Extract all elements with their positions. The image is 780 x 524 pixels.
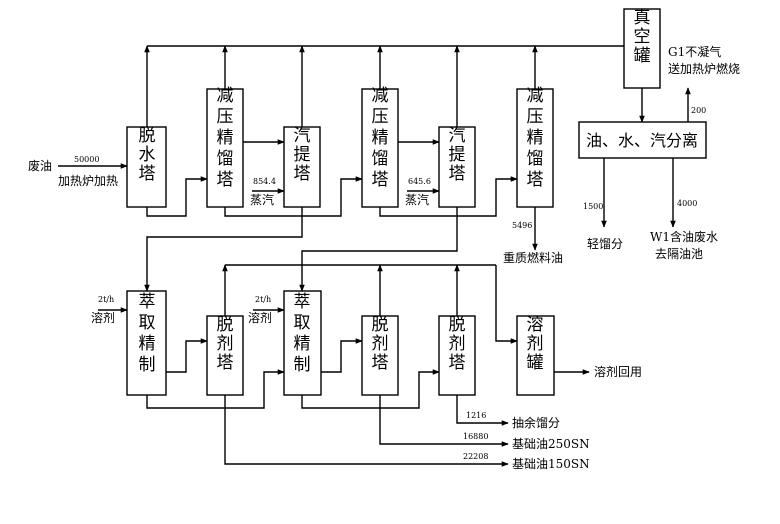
heavy-fuel-label: 重质燃料油: [503, 250, 563, 265]
solvent-tank-label: 溶剂罐: [527, 315, 544, 373]
vacuum-distillation-tower-2: 减压精馏塔: [361, 86, 399, 208]
vac2-to-vac3: [379, 176, 518, 217]
dewater-char: 脱: [139, 126, 156, 146]
strip1-to-extract1: [144, 207, 303, 292]
stripping-tower-2: 汽提塔: [438, 126, 476, 208]
vac1-to-vac2: [224, 176, 363, 217]
extract-residue-label: 抽余馏分: [512, 415, 560, 430]
separator-label: 油、水、汽分离: [586, 131, 698, 150]
vacuum-distillation-tower-1: 减压精馏塔: [206, 86, 244, 208]
stripping-tower-1: 汽提塔: [283, 126, 321, 208]
steam1-flow-value: 854.4: [253, 177, 276, 186]
header-to-solvent-tank: [495, 265, 518, 344]
solvent-recycle-label: 溶剂回用: [594, 364, 642, 379]
waste-oil-label: 废油: [28, 158, 52, 173]
desolv1-label: 脱剂塔: [217, 315, 234, 373]
strip2-label: 汽提塔: [449, 126, 466, 184]
heating-label: 加热炉加热: [58, 174, 118, 188]
feed-flow-value: 50000: [74, 155, 99, 164]
strip2-to-extract2: [299, 207, 458, 292]
heavy-fuel-flow-value: 5496: [512, 221, 532, 230]
g1-label-line1: G1不凝气: [668, 44, 721, 59]
light-flow-value: 1500: [583, 202, 603, 211]
extract2-to-desolv3: [301, 369, 440, 409]
sn150-flow-value: 22208: [463, 452, 488, 461]
oil-water-vapor-separator: 油、水、汽分离: [578, 121, 707, 159]
dewater-tower: 脱水塔: [126, 126, 167, 208]
sn250-flow-value: 16880: [463, 432, 488, 441]
steam2-label: 蒸汽: [405, 192, 429, 207]
vac2-label: 减压精馏塔: [372, 86, 389, 190]
extract1-to-desolv1: [166, 338, 208, 373]
base-oil-150-label: 基础油150SN: [512, 457, 590, 471]
extraction-refining-2: 萃取精制: [283, 290, 322, 396]
extract1-to-extract2: [146, 369, 285, 409]
flow-lines: [58, 45, 691, 467]
extract2-label: 萃取精制: [294, 292, 311, 375]
solvent1-label: 溶剂: [91, 310, 115, 325]
vacuum-tank-label: 真空罐: [634, 8, 651, 66]
desolv3-label: 脱剂塔: [449, 315, 466, 373]
sn250-outlet: [379, 395, 509, 447]
light-fraction-label: 轻馏分: [587, 237, 623, 251]
residue-outlet: [456, 395, 509, 426]
extraction-refining-1: 萃取精制: [126, 290, 167, 396]
dewater-tower-label: 脱水塔: [139, 126, 156, 184]
solvent2-flow-value: 2t/h: [255, 295, 271, 304]
desolv2-label: 脱剂塔: [372, 315, 389, 373]
solvent-tank: 溶剂罐: [516, 315, 555, 396]
w1-label-line2: 去隔油池: [655, 247, 703, 261]
steam1-label: 蒸汽: [250, 192, 274, 207]
equipment: 脱水塔 减压精馏塔 汽提塔 减压精馏塔 汽提塔 减压精馏塔 真空罐 油、水、汽: [126, 8, 707, 396]
solvent2-label: 溶剂: [248, 310, 272, 325]
desolvent-tower-2: 脱剂塔: [361, 315, 399, 396]
stream-labels: 废油 50000 加热炉加热 854.4 蒸汽 645.6 蒸汽 5496 重质…: [28, 44, 740, 471]
steam2-flow-value: 645.6: [408, 177, 431, 186]
dewater-to-vac1: [146, 176, 208, 217]
w1-flow-value: 4000: [677, 199, 697, 208]
sn150-outlet: [224, 395, 509, 467]
base-oil-250-label: 基础油250SN: [512, 437, 590, 451]
w1-label-line1: W1含油废水: [650, 229, 718, 244]
residue-flow-value: 1216: [466, 411, 486, 420]
vac3-label: 减压精馏塔: [527, 86, 544, 190]
g1-flow-value: 200: [691, 106, 706, 115]
vac1-label: 减压精馏塔: [217, 86, 234, 190]
strip1-label: 汽提塔: [294, 126, 311, 184]
desolvent-tower-3: 脱剂塔: [438, 315, 476, 396]
extract2-to-desolv2: [321, 338, 363, 373]
extract1-label: 萃取精制: [139, 292, 156, 375]
vacuum-distillation-tower-3: 减压精馏塔: [516, 86, 554, 208]
solvent1-flow-value: 2t/h: [98, 295, 114, 304]
g1-label-line2: 送加热炉燃烧: [668, 61, 740, 76]
vacuum-tank: 真空罐: [623, 8, 661, 89]
desolvent-tower-1: 脱剂塔: [206, 315, 244, 396]
